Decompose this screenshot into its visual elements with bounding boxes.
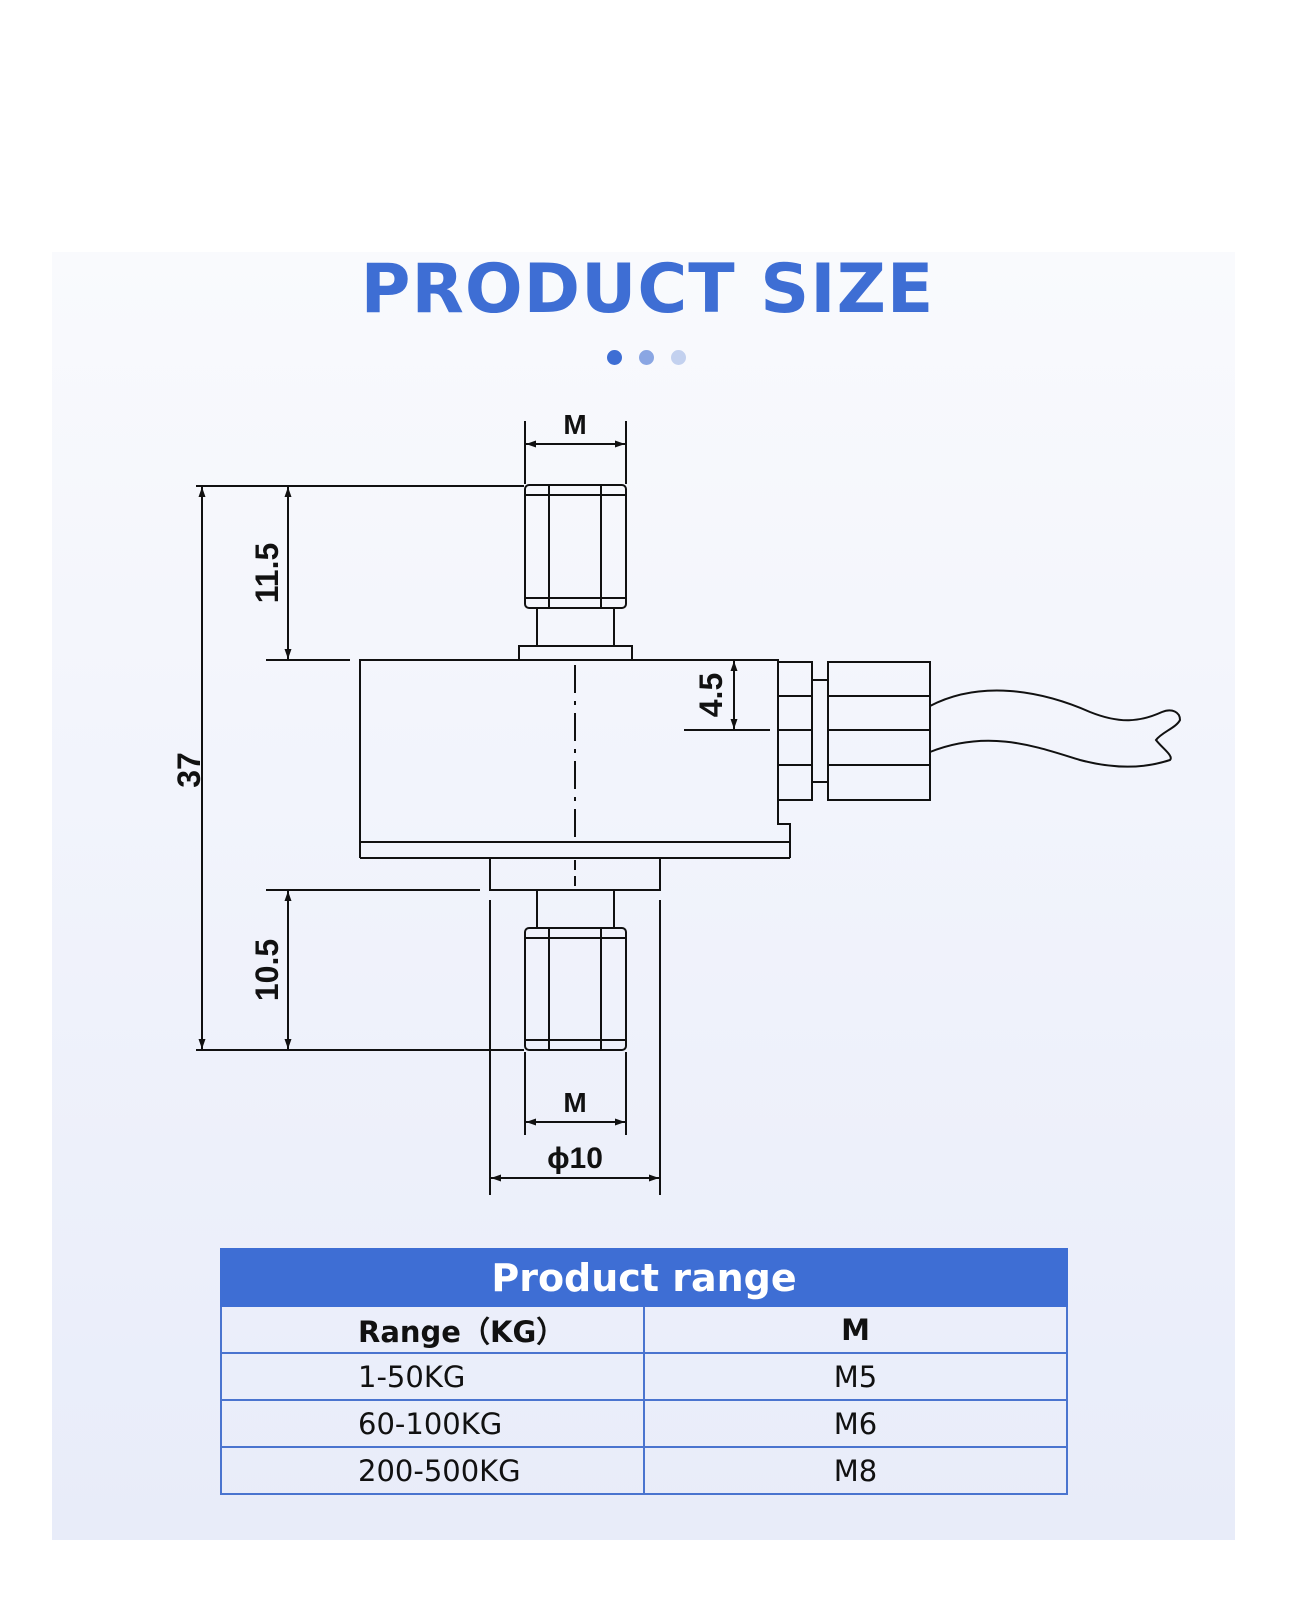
indicator-dot-1	[607, 350, 622, 365]
thread-cell: M5	[643, 1352, 1068, 1401]
dimension-lines	[198, 440, 738, 1182]
dim-label-bottom-height: 10.5	[249, 939, 285, 1001]
column-header-m: M	[643, 1305, 1068, 1354]
dim-label-top-height: 11.5	[249, 543, 285, 604]
dim-label-top-thread: M	[563, 409, 586, 440]
table-header-row: Range（KG） M	[220, 1305, 1068, 1354]
cable	[929, 689, 1182, 768]
page-title: PRODUCT SIZE	[360, 250, 935, 329]
dim-label-cable-offset: 4.5	[693, 673, 729, 717]
product-range-title: Product range	[220, 1248, 1068, 1307]
dim-label-diameter: ϕ10	[547, 1142, 603, 1175]
table-row: 1-50KG M5	[220, 1352, 1068, 1401]
bottom-thread-stud	[489, 857, 661, 1051]
indicator-dot-2	[639, 350, 654, 365]
dim-label-bottom-thread: M	[563, 1087, 586, 1118]
extension-lines	[196, 421, 770, 1195]
thread-cell: M8	[643, 1446, 1068, 1495]
column-header-range: Range（KG）	[220, 1305, 645, 1354]
range-cell: 200-500KG	[220, 1446, 645, 1495]
top-thread-stud	[518, 484, 633, 661]
cable-gland	[777, 661, 931, 801]
pagination-dots	[0, 350, 1295, 366]
dim-label-total-height: 37	[171, 752, 207, 788]
range-cell: 60-100KG	[220, 1399, 645, 1448]
technical-drawing: M M ϕ10 37 11.5 10.5 4.5	[171, 409, 1182, 1195]
thread-cell: M6	[643, 1399, 1068, 1448]
indicator-dot-3	[671, 350, 686, 365]
table-row: 200-500KG M8	[220, 1446, 1068, 1495]
table-row: 60-100KG M6	[220, 1399, 1068, 1448]
product-range-table: Product range Range（KG） M 1-50KG M5 60-1…	[220, 1248, 1068, 1495]
range-cell: 1-50KG	[220, 1352, 645, 1401]
